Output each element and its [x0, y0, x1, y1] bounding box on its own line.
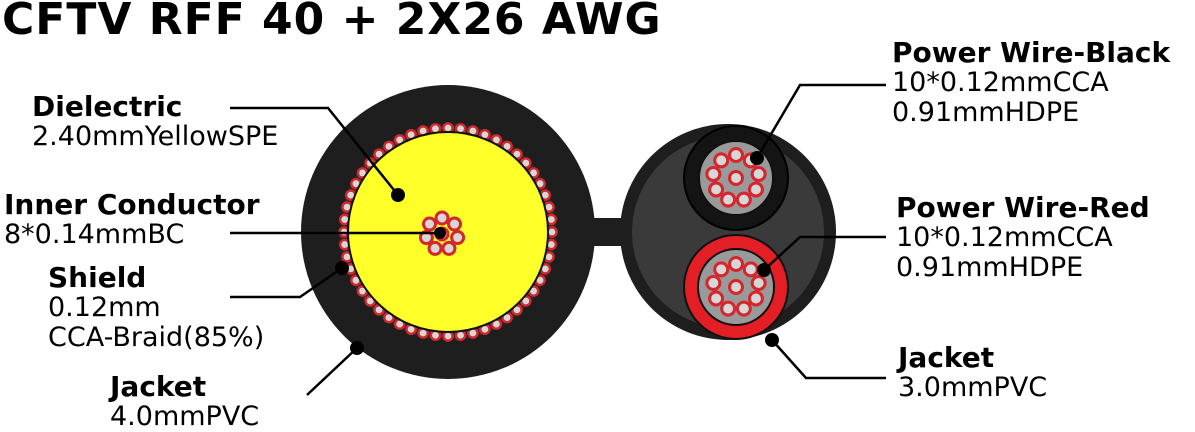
inner-strand [421, 216, 437, 232]
leader-jacket-left [306, 347, 358, 396]
power-strand [750, 275, 767, 292]
inner-strand [441, 240, 457, 256]
leader-power-black [755, 83, 886, 159]
inner-strand [434, 210, 450, 226]
power-strand [728, 256, 744, 272]
black-wire-strands [705, 147, 767, 208]
label-jacket-left: Jacket 4.0mmPVC [110, 370, 260, 432]
power-strand [720, 300, 737, 317]
leader-power-red [763, 235, 886, 271]
label-power-black: Power Wire-Black 10*0.12mmCCA 0.91mmHDPE [892, 36, 1171, 128]
dot-shield [335, 261, 349, 275]
dot-power-red [757, 263, 771, 277]
leader-dielectric [230, 106, 399, 196]
dot-dielectric [391, 188, 405, 202]
power-strand [705, 275, 722, 292]
page-title: CFTV RFF 40 + 2X26 AWG [2, 0, 662, 45]
inner-strand [447, 216, 463, 232]
power-strand [705, 166, 722, 183]
power-strand [735, 300, 752, 317]
inner-strand [418, 230, 434, 246]
power-strand [747, 181, 764, 198]
dot-inner-conductor [434, 227, 446, 239]
power-strand [720, 191, 737, 208]
label-dielectric: Dielectric 2.40mmYellowSPE [32, 90, 279, 152]
power-strand [750, 166, 767, 183]
inner-strand [450, 230, 466, 246]
dot-jacket-left [350, 341, 364, 355]
label-inner-conductor: Inner Conductor 8*0.14mmBC [4, 188, 260, 250]
power-strand [728, 279, 744, 295]
label-jacket-right: Jacket 3.0mmPVC [898, 341, 1048, 403]
label-power-red: Power Wire-Red 10*0.12mmCCA 0.91mmHDPE [896, 191, 1150, 283]
inner-strand [427, 240, 443, 256]
leader-jacket-right [771, 339, 886, 380]
power-strand [713, 261, 730, 278]
label-shield: Shield 0.12mm CCA-Braid(85%) [48, 261, 265, 353]
power-strand [747, 290, 764, 307]
dot-power-black [750, 151, 764, 165]
power-strand [735, 191, 752, 208]
dot-jacket-right [765, 333, 779, 347]
power-strand [713, 152, 730, 169]
power-strand [708, 181, 725, 198]
power-strand [742, 261, 759, 278]
power-strand [728, 147, 744, 163]
leader-shield [230, 266, 343, 299]
power-strand [708, 290, 725, 307]
power-strand [728, 170, 744, 186]
